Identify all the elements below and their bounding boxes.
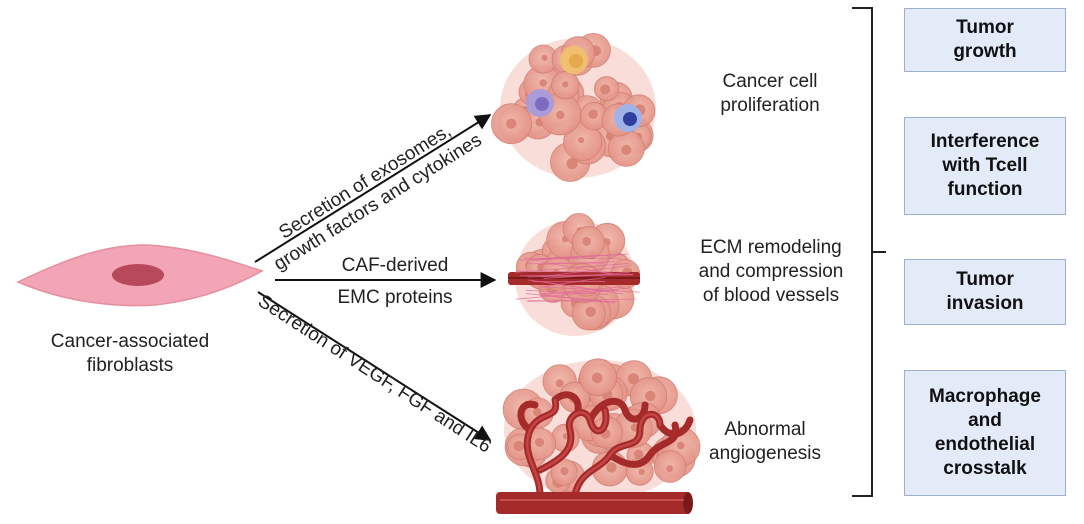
outcome-label-angiogenesis: Abnormal angiogenesis [709, 419, 821, 464]
outcome-label-proliferation: Cancer cell proliferation [720, 71, 820, 116]
pathway-label-emc-proteins: EMC proteins [337, 287, 453, 308]
pathway-label-caf-derived: CAF-derived [341, 255, 449, 276]
effect-box-macrophage-crosstalk: Macrophage and endothelial crosstalk [904, 370, 1066, 496]
effect-box-tumor-invasion: Tumor invasion [904, 259, 1066, 325]
effect-box-tumor-growth: Tumor growth [904, 8, 1066, 72]
fibroblast-cell [16, 244, 264, 307]
grouping-bracket [852, 7, 886, 497]
fibroblast-nucleus [112, 264, 164, 286]
tumor-cluster-proliferation [491, 33, 656, 182]
ecm-fibers [515, 253, 640, 304]
arrow-angiogenesis [257, 291, 492, 441]
arrow-proliferation [254, 114, 492, 263]
outcome-label-ecm: ECM remodeling and compression of blood … [698, 237, 844, 306]
main-blood-vessel [496, 492, 693, 514]
ecm-blood-vessel [508, 272, 640, 285]
source-label: Cancer-associated fibroblasts [50, 331, 210, 376]
abnormal-vessels-inner [525, 398, 662, 497]
effect-box-tcell-interference: Interference with Tcell function [904, 117, 1066, 215]
